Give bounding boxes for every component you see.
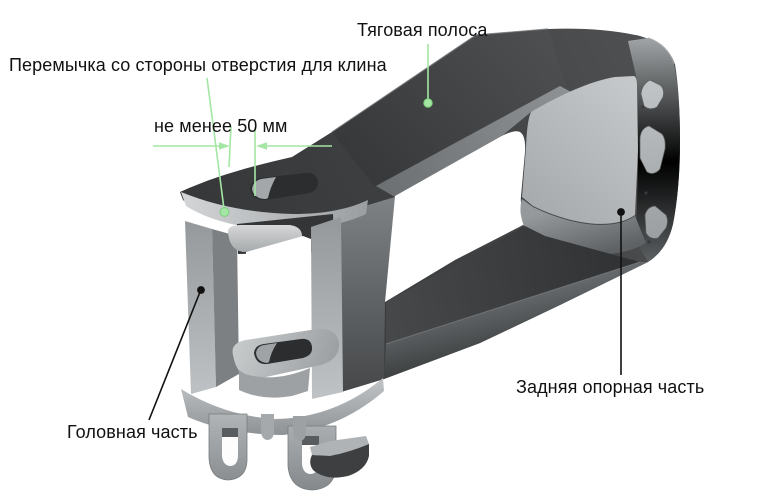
bottom-strip-front-face [384, 262, 648, 379]
part-3d-render [180, 28, 680, 491]
bottom-strip-fold-highlight [385, 261, 641, 345]
bottom-strip-top-face [386, 226, 640, 344]
rear-pocket-middle [639, 125, 666, 174]
label-traction-strip: Тяговая полоса [357, 20, 488, 40]
dot-traction-strip [423, 98, 433, 108]
dim-arrow-right [256, 142, 267, 150]
wedge-hole-inner-wall [252, 177, 276, 199]
rear-pocket-bottom [644, 205, 668, 239]
head-foot-plate [310, 436, 369, 456]
rear-hole-dot [644, 191, 648, 195]
head-right-post [311, 217, 343, 399]
label-wedge-hole-bridge: Перемычка со стороны отверстия для клина [9, 55, 387, 75]
dot-head-part [197, 286, 205, 294]
head-left-post-inner [212, 229, 239, 387]
black-callout-markers [197, 208, 625, 294]
head-lug-small-2 [293, 416, 306, 441]
traction-strip-top-face [332, 29, 566, 186]
head-lug-small-1 [261, 414, 274, 440]
dim-arrow-left [219, 142, 230, 150]
dot-rear-support [617, 208, 625, 216]
head-foot-bar [310, 444, 369, 478]
rear-corner-highlight [647, 37, 675, 65]
head-bottom-boss-side [239, 368, 310, 398]
label-head-part: Головная часть [67, 422, 198, 442]
central-opening [385, 131, 526, 302]
dim-ext-left [228, 126, 232, 168]
head-left-leg-slot-shadow [222, 428, 238, 437]
rear-hole-dot [647, 240, 651, 244]
black-callouts [148, 214, 622, 421]
strip-underside [376, 86, 573, 197]
head-right-leg-slot-shadow [302, 436, 319, 445]
leader-bridge [206, 77, 225, 210]
head-window [246, 236, 311, 345]
label-min-width-dimension: не менее 50 мм [154, 116, 288, 136]
dot-bridge [219, 207, 230, 217]
green-callouts [153, 44, 429, 210]
head-strip-junction [341, 197, 395, 392]
head-left-post [185, 221, 216, 394]
rear-pocket-top [640, 79, 664, 110]
leader-head-part [148, 291, 201, 421]
green-callout-markers [219, 98, 433, 217]
rear-inner-face [522, 76, 638, 224]
label-rear-support-part: Задняя опорная часть [516, 377, 705, 397]
rear-hole-dot [641, 105, 645, 109]
head-bottom-hole-wall [256, 343, 277, 363]
head-left-leg-slot [222, 428, 238, 466]
